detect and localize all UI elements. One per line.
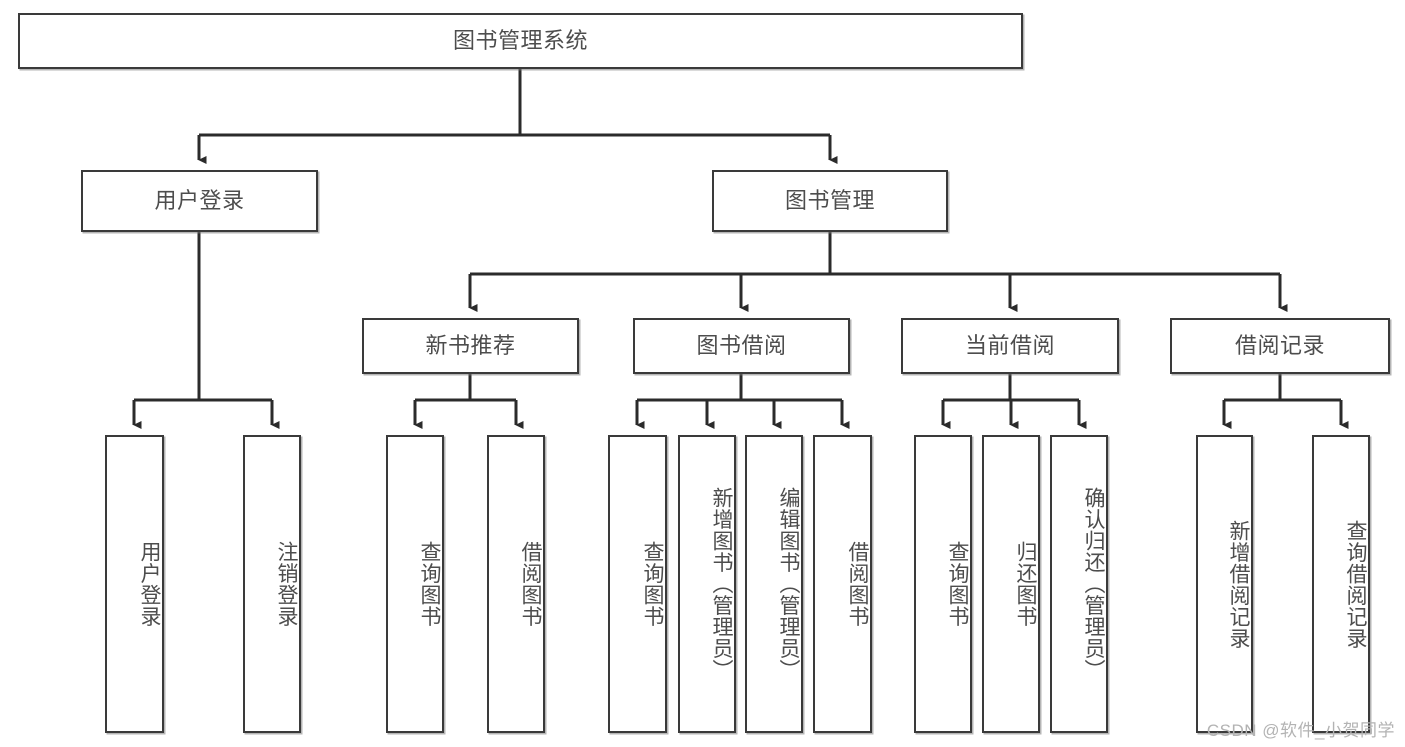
node-root-label: 图书管理系统	[452, 27, 588, 53]
node-leaf-edit-book[interactable]: 编辑图书（管理员）	[745, 435, 803, 733]
node-leaf-add-book[interactable]: 新增图书（管理员）	[678, 435, 736, 733]
node-new-book-recommend[interactable]: 新书推荐	[362, 318, 579, 374]
node-book-management[interactable]: 图书管理	[712, 170, 948, 232]
watermark-credit: CSDN @软件_小贺同学	[1206, 721, 1395, 740]
node-root[interactable]: 图书管理系统	[18, 13, 1023, 69]
node-leaf-query-book-3[interactable]: 查询图书	[914, 435, 972, 733]
node-borrow-record-label: 借阅记录	[1234, 332, 1325, 358]
node-leaf-query-record[interactable]: 查询借阅记录	[1312, 435, 1370, 733]
node-leaf-borrow-book-2-label: 借阅图书	[846, 541, 869, 627]
node-current-borrow-label: 当前借阅	[964, 332, 1055, 358]
node-borrow-record[interactable]: 借阅记录	[1170, 318, 1390, 374]
node-leaf-return-book[interactable]: 归还图书	[982, 435, 1040, 733]
node-leaf-edit-book-label: 编辑图书（管理员）	[777, 487, 800, 681]
node-leaf-query-book-1[interactable]: 查询图书	[386, 435, 444, 733]
node-leaf-add-record-label: 新增借阅记录	[1227, 519, 1250, 649]
node-leaf-borrow-book-2[interactable]: 借阅图书	[813, 435, 872, 733]
node-user-login[interactable]: 用户登录	[81, 170, 318, 232]
node-leaf-query-book-3-label: 查询图书	[946, 541, 969, 627]
node-leaf-user-login-label: 用户登录	[138, 541, 161, 627]
node-book-borrow-label: 图书借阅	[696, 332, 787, 358]
node-leaf-add-record[interactable]: 新增借阅记录	[1196, 435, 1253, 733]
node-current-borrow[interactable]: 当前借阅	[901, 318, 1119, 374]
node-leaf-logout[interactable]: 注销登录	[243, 435, 301, 733]
node-leaf-borrow-book-1-label: 借阅图书	[519, 541, 542, 627]
node-leaf-query-book-2-label: 查询图书	[641, 541, 664, 627]
node-leaf-logout-label: 注销登录	[275, 541, 298, 627]
node-new-book-recommend-label: 新书推荐	[425, 332, 516, 358]
node-leaf-borrow-book-1[interactable]: 借阅图书	[487, 435, 545, 733]
node-book-management-label: 图书管理	[784, 187, 875, 213]
node-leaf-return-book-label: 归还图书	[1014, 541, 1037, 627]
node-leaf-add-book-label: 新增图书（管理员）	[710, 487, 733, 681]
node-leaf-query-book-2[interactable]: 查询图书	[608, 435, 667, 733]
node-user-login-label: 用户登录	[154, 187, 245, 213]
node-book-borrow[interactable]: 图书借阅	[633, 318, 850, 374]
node-leaf-confirm-return-label: 确认归还（管理员）	[1082, 487, 1105, 681]
node-leaf-confirm-return[interactable]: 确认归还（管理员）	[1050, 435, 1108, 733]
node-leaf-query-record-label: 查询借阅记录	[1344, 519, 1367, 649]
node-leaf-query-book-1-label: 查询图书	[418, 541, 441, 627]
node-leaf-user-login[interactable]: 用户登录	[105, 435, 164, 733]
